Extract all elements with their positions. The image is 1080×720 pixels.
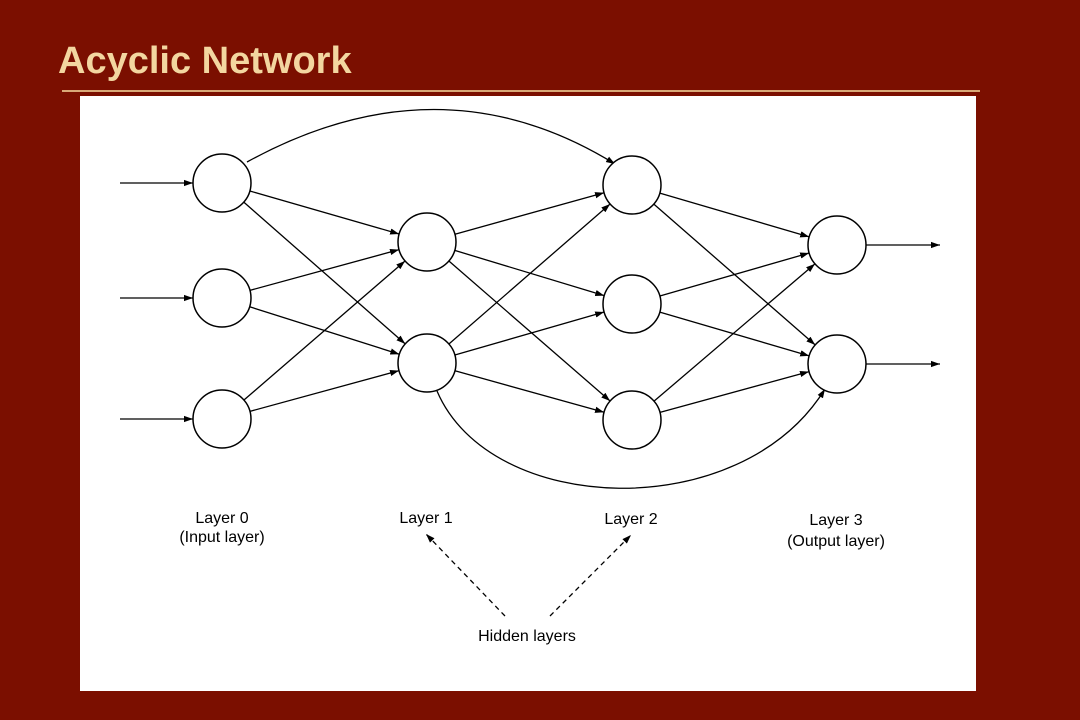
edge-L1N1-L2N2 [454,370,605,413]
hidden-layers-label: Hidden layers [478,628,576,645]
node-L2N2 [602,390,662,450]
node-L1N1 [397,333,457,393]
skip-edge-L1N1-L3N1 [436,388,826,489]
skip-edge-L0N0-L2N0 [246,108,616,165]
hidden-pointer-right [549,534,632,617]
nodes-layer [192,153,867,450]
edge-L0N0-L1N0 [249,190,400,235]
edge-L1N1-L2N0 [448,203,611,345]
edge-L2N1-L3N0 [659,252,810,297]
network-diagram: Layer 0 (Input layer) Layer 1 Layer 2 La… [120,108,940,645]
layer-0-subtitle: (Input layer) [179,529,264,546]
node-L0N2 [192,389,252,449]
node-L0N0 [192,153,252,213]
layer-3-title: Layer 3 [809,512,862,529]
edge-L2N2-L3N1 [659,370,810,413]
slide-title: Acyclic Network [58,40,352,82]
node-L2N0 [602,155,662,215]
layer-0-title: Layer 0 [195,510,248,527]
edge-L2N2-L3N0 [653,263,816,402]
node-L2N1 [602,274,662,334]
node-L3N1 [807,334,867,394]
edge-L1N0-L2N1 [454,249,605,297]
hidden-pointer-left [425,533,506,617]
edge-L1N0-L2N0 [454,192,605,235]
layer-3-subtitle: (Output layer) [787,533,885,550]
layer-1-title: Layer 1 [399,510,452,527]
node-L3N0 [807,215,867,275]
node-L0N1 [192,268,252,328]
node-L1N0 [397,212,457,272]
edge-L0N2-L1N1 [249,369,400,412]
network-figure: Layer 0 (Input layer) Layer 1 Layer 2 La… [80,96,976,691]
title-underline [62,90,980,92]
edge-L0N2-L1N0 [243,260,406,401]
edge-L1N1-L2N1 [454,311,605,356]
edge-L0N0-L1N1 [243,201,406,345]
layer-2-title: Layer 2 [604,511,657,528]
edge-L0N1-L1N0 [249,248,400,291]
edges-layer [120,108,940,489]
edge-L1N0-L2N2 [448,260,611,402]
edge-L2N0-L3N0 [659,192,810,238]
edge-L2N1-L3N1 [659,311,810,357]
